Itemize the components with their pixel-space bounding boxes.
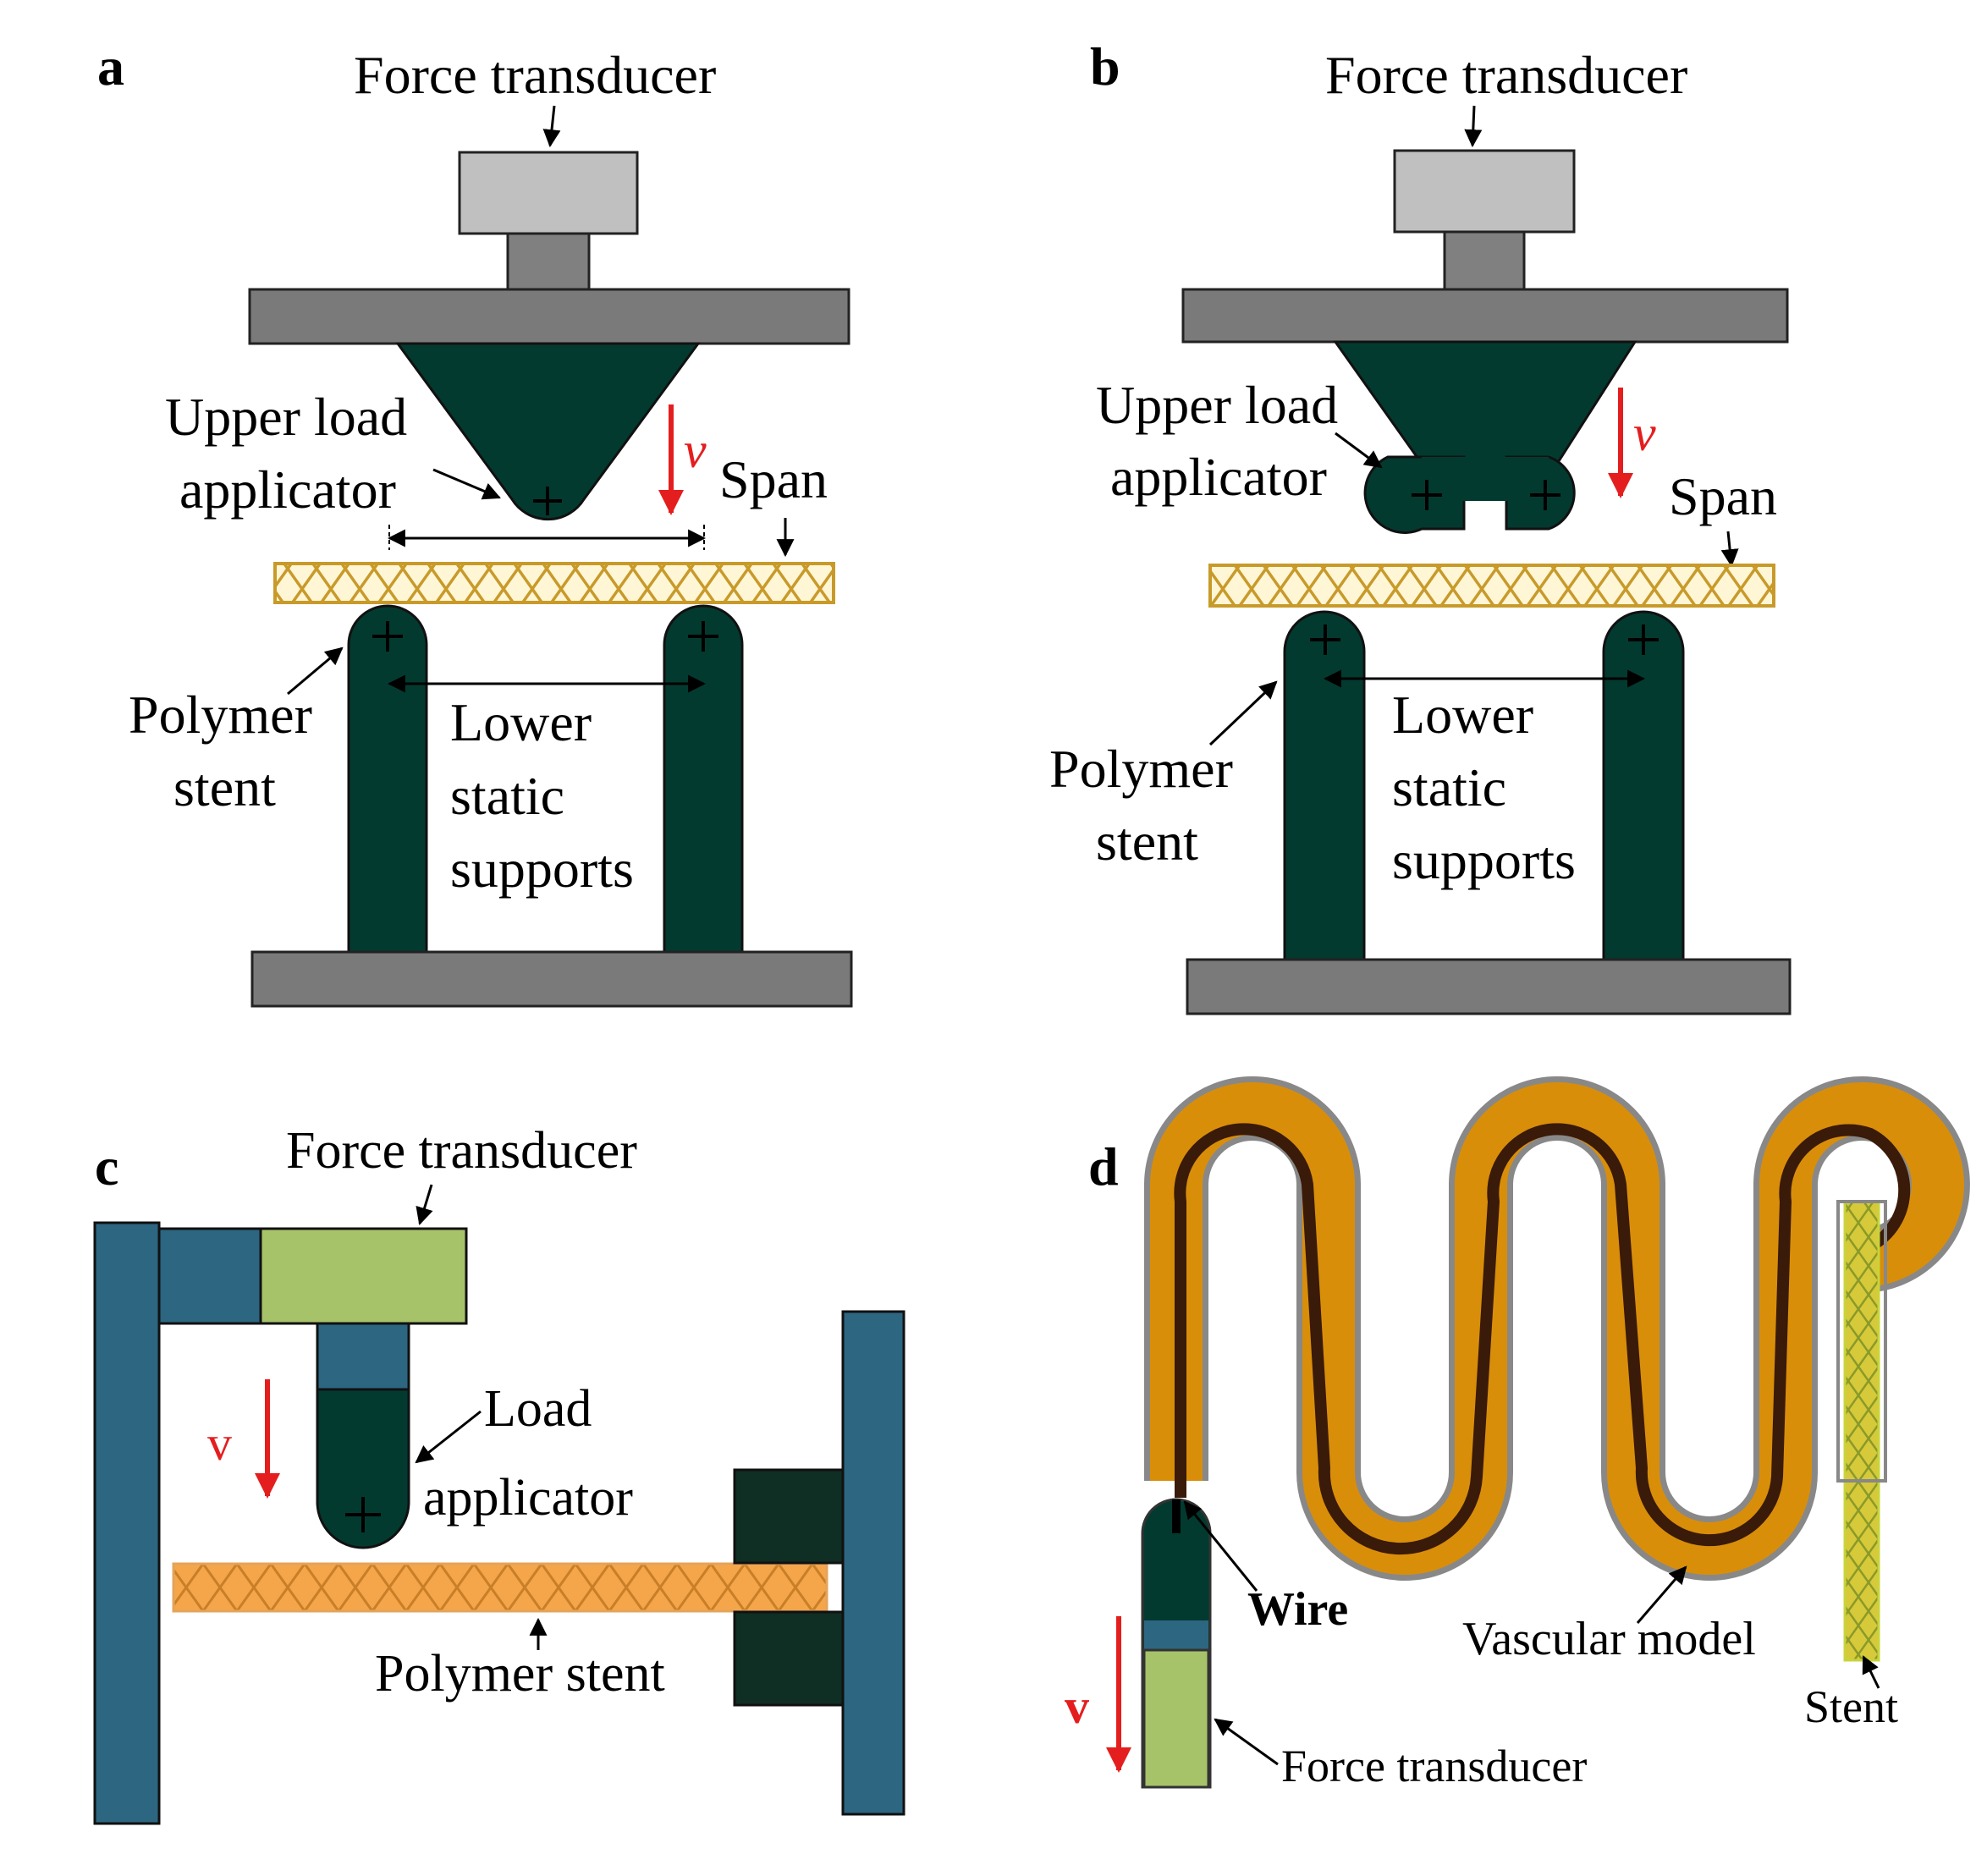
upper-load-applicator-b (1333, 340, 1637, 465)
lower-supports-label-a-3: supports (450, 839, 634, 899)
load-point-plus-c (345, 1497, 381, 1532)
upper-load-pointer-a (432, 468, 501, 500)
load-label-c-1: Load (484, 1380, 592, 1438)
upper-load-label-b-1: Upper load (1096, 375, 1338, 435)
force-transducer-body-d (1142, 1648, 1210, 1789)
force-transducer-label-b: Force transducer (1325, 45, 1687, 105)
upper-load-pointer-b (1335, 432, 1383, 469)
polymer-stent-c (172, 1562, 828, 1613)
panel-c: c Force transducer v Load applicator Pol… (93, 1122, 905, 1825)
vascular-model-outline-d (1144, 1076, 1970, 1581)
lower-support-left-b (1283, 610, 1366, 961)
velocity-label-c: v (207, 1416, 232, 1471)
force-transducer-pointer-c (416, 1184, 433, 1226)
span-label-b: Span (1669, 466, 1777, 526)
panel-a: a Force transducer Upper load applicator… (97, 36, 853, 1008)
polymer-stent-pointer-a (287, 646, 344, 696)
lower-supports-label-b-3: supports (1392, 830, 1576, 890)
load-label-c-2: applicator (423, 1469, 633, 1527)
applicator-stem-c (316, 1322, 410, 1391)
transducer-stem-b (1443, 230, 1526, 291)
load-point-plus-right-b (1530, 480, 1560, 510)
upper-plate-a (248, 288, 850, 345)
support-plus-right-b (1628, 624, 1659, 655)
vascular-model-pointer-d (1636, 1565, 1687, 1624)
panel-letter-d: d (1088, 1136, 1119, 1197)
panel-letter-a: a (97, 36, 124, 96)
polymer-stent-label-b-1: Polymer (1049, 739, 1233, 799)
stent-exit-tube-d (1836, 1200, 1887, 1483)
panel-b: b Force transducer Upper load applicator… (1049, 36, 1792, 1015)
support-plus-right-a (688, 621, 718, 652)
frame-column-left-c (93, 1221, 161, 1825)
lower-supports-label-b-2: static (1392, 757, 1506, 817)
polymer-stent-a (273, 562, 835, 604)
polymer-stent-label-b-2: stent (1096, 811, 1198, 872)
stent-pointer-d (1862, 1655, 1880, 1689)
wire-label-d: Wire (1247, 1583, 1348, 1636)
force-transducer-block-c (259, 1227, 468, 1325)
panel-letter-c: c (95, 1136, 118, 1197)
polymer-stent-b (1208, 564, 1775, 608)
force-transducer-label-c: Force transducer (286, 1122, 637, 1180)
lower-supports-label-a-2: static (450, 766, 564, 826)
stent-d (1843, 1200, 1880, 1662)
polymer-stent-label-a-2: stent (173, 757, 276, 817)
polymer-stent-label-a-1: Polymer (129, 685, 312, 745)
lower-support-left-a (347, 604, 428, 954)
force-transducer-pointer-b (1464, 105, 1483, 148)
guide-wire-d (1174, 1123, 1911, 1555)
stent-label-d: Stent (1804, 1681, 1898, 1732)
force-transducer-label-d: Force transducer (1281, 1741, 1587, 1791)
lower-supports-label-a-1: Lower (450, 692, 592, 752)
clamp-upper-c (733, 1468, 845, 1565)
vascular-model-tube-d (1150, 1082, 1964, 1575)
frame-column-right-c (841, 1310, 905, 1816)
span-label-a: Span (719, 449, 828, 509)
polymer-stent-pointer-b (1208, 680, 1278, 746)
force-transducer-label-a: Force transducer (354, 45, 716, 105)
upper-plate-b (1181, 288, 1789, 344)
lower-supports-label-b-1: Lower (1392, 685, 1533, 745)
force-transducer-block-a (458, 151, 639, 235)
velocity-label-a: v (684, 422, 707, 478)
force-transducer-band-d (1144, 1620, 1208, 1649)
panel-d: d Wire Vascular model Stent v Force tran… (1065, 1076, 1970, 1791)
force-transducer-block-b (1393, 149, 1576, 234)
upper-load-label-a-1: Upper load (165, 387, 407, 447)
clamp-lower-c (733, 1610, 845, 1707)
load-point-plus-left-b (1412, 480, 1442, 510)
span-pointer-b (1720, 531, 1739, 568)
upper-load-bridge-b (1422, 457, 1549, 501)
frame-arm-c (157, 1227, 262, 1325)
lower-support-right-b (1602, 610, 1685, 961)
polymer-stent-label-c: Polymer stent (375, 1645, 665, 1703)
panel-letter-b: b (1090, 36, 1120, 96)
velocity-label-d: v (1065, 1679, 1089, 1734)
vascular-model-label-d: Vascular model (1462, 1613, 1756, 1665)
upper-load-label-b-2: applicator (1110, 447, 1327, 507)
load-point-plus-a (533, 487, 562, 515)
transducer-stem-a (506, 232, 591, 291)
wire-pointer-d (1183, 1500, 1258, 1592)
upper-load-label-a-2: applicator (179, 459, 396, 520)
load-applicator-c (316, 1388, 410, 1549)
support-plus-left-b (1310, 624, 1340, 655)
upper-load-applicator-a (395, 342, 701, 521)
lower-plate-b (1186, 958, 1792, 1015)
lower-plate-a (250, 950, 853, 1008)
force-transducer-pointer-d (1214, 1718, 1279, 1766)
velocity-label-b: v (1633, 405, 1656, 461)
force-transducer-pointer-a (542, 105, 561, 148)
lower-support-right-a (663, 604, 744, 954)
load-pointer-c (415, 1410, 482, 1464)
support-plus-left-a (372, 621, 403, 652)
